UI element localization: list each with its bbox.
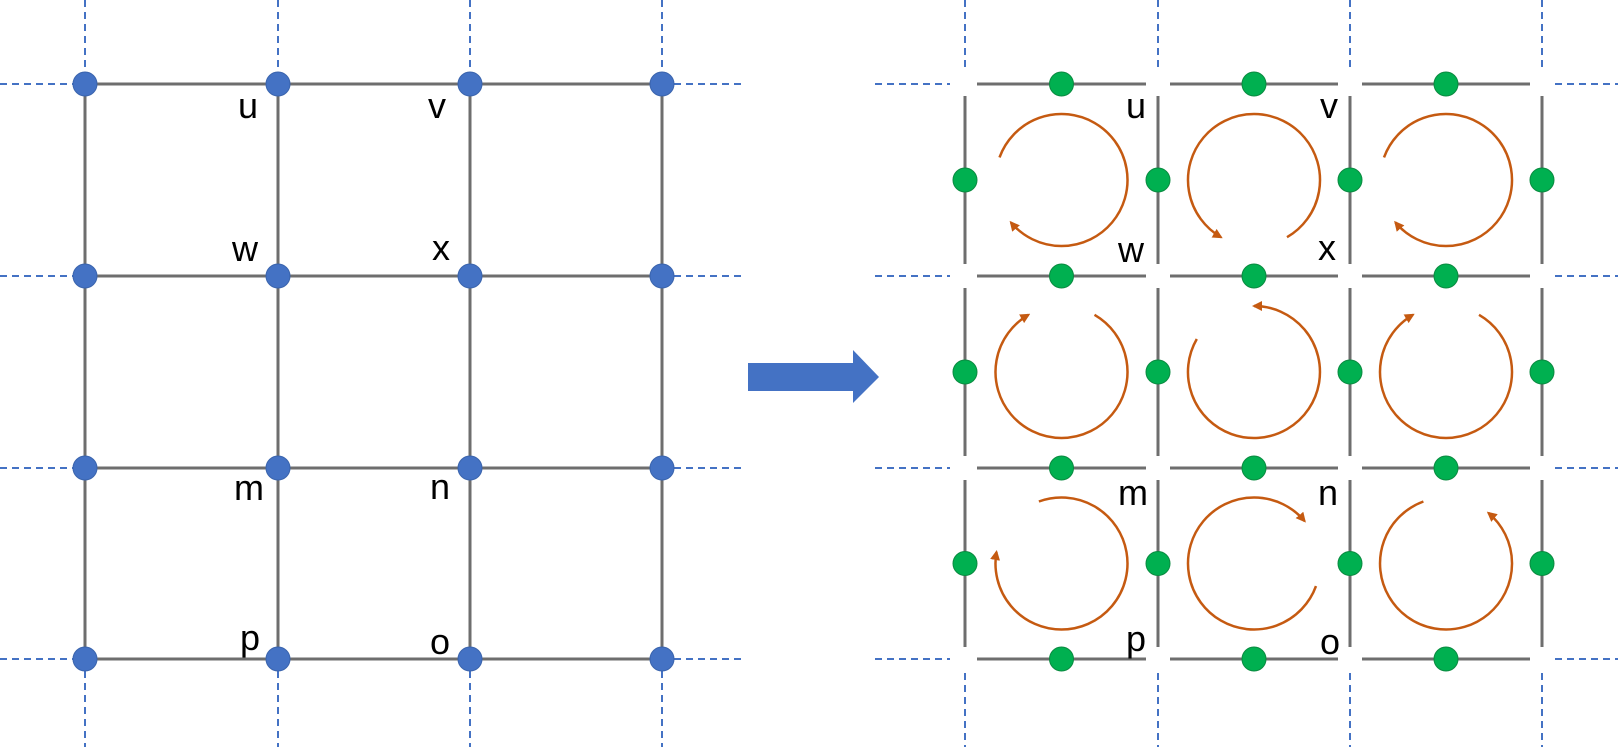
edge-node-v-r1-c1: [1145, 359, 1171, 385]
right-grid-labels: u v w x m n p o: [1117, 85, 1340, 662]
edge-node-v-r0-c2: [1337, 167, 1363, 193]
vertex-node-r2-c2: [457, 455, 483, 481]
right-arrow-icon: [748, 350, 879, 403]
circular-arrow-icon-r2-c2: [1378, 500, 1514, 631]
circular-arrow-icon-r2-c1: [1186, 496, 1318, 631]
edge-node-v-r0-c3: [1529, 167, 1555, 193]
circular-arrow-icon-r2-c0: [990, 496, 1129, 631]
right-label-u: u: [1126, 85, 1146, 126]
right-label-n: n: [1318, 472, 1338, 513]
circular-arrow-icon-r1-c2: [1378, 313, 1514, 440]
left-label-m: m: [234, 467, 264, 508]
right-label-x: x: [1318, 227, 1336, 268]
vertex-node-r1-c2: [457, 263, 483, 289]
edge-node-h-r2-c0: [1049, 455, 1074, 481]
vertex-node-r0-c0: [72, 71, 98, 97]
left-label-o: o: [430, 621, 450, 662]
edge-node-h-r3-c2: [1433, 646, 1459, 672]
right-label-p: p: [1126, 618, 1146, 659]
vertex-node-r1-c3: [649, 263, 675, 289]
circular-arrow-icon-r0-c1: [1186, 112, 1322, 239]
edge-node-h-r3-c0: [1049, 646, 1074, 672]
edge-node-h-r0-c0: [1049, 71, 1074, 97]
edge-node-v-r1-c3: [1529, 359, 1555, 385]
edge-node-h-r3-c1: [1241, 646, 1267, 672]
left-grid-vertex-nodes: [72, 71, 675, 672]
vertex-node-r1-c0: [72, 263, 98, 289]
circular-arrow-icon-r0-c0: [998, 112, 1129, 248]
edge-node-v-r1-c0: [952, 359, 978, 385]
edge-node-h-r2-c1: [1241, 455, 1267, 481]
edge-node-v-r2-c1: [1145, 551, 1171, 576]
left-grid-lines: [83, 82, 664, 661]
circular-arrow-icon-r1-c0: [994, 313, 1129, 440]
vertex-node-r0-c2: [457, 71, 483, 97]
left-label-x: x: [432, 227, 450, 268]
circular-arrow-icon-r1-c1: [1186, 301, 1322, 440]
left-label-v: v: [428, 85, 446, 126]
left-grid-labels: u v w x m n p o: [231, 85, 450, 662]
left-label-w: w: [231, 228, 259, 269]
circular-arrow-icon-r0-c2: [1382, 112, 1514, 248]
left-label-p: p: [240, 617, 260, 658]
right-label-w: w: [1117, 229, 1145, 270]
edge-node-h-r0-c2: [1433, 71, 1459, 97]
edge-node-h-r0-c1: [1241, 71, 1267, 97]
edge-node-v-r0-c0: [952, 167, 978, 193]
edge-node-v-r2-c3: [1529, 551, 1555, 576]
edge-node-v-r1-c2: [1337, 359, 1363, 385]
right-grid-edge-segments: [963, 82, 1544, 661]
edge-node-h-r2-c2: [1433, 455, 1459, 481]
right-grid: u v w x m n p o: [875, 0, 1618, 747]
right-grid-rotation-arrows: [990, 112, 1514, 631]
vertex-node-r0-c3: [649, 71, 675, 97]
edge-node-v-r2-c0: [952, 551, 978, 576]
vertex-node-r2-c1: [265, 455, 291, 481]
edge-node-v-r2-c2: [1337, 551, 1363, 576]
right-label-m: m: [1118, 472, 1148, 513]
vertex-node-r2-c3: [649, 455, 675, 481]
edge-node-v-r0-c1: [1145, 167, 1171, 193]
left-label-n: n: [430, 466, 450, 507]
right-grid-dashed-extensions: [875, 0, 1618, 747]
right-grid-edge-nodes: [952, 71, 1555, 672]
edge-node-h-r1-c0: [1049, 263, 1074, 289]
right-label-v: v: [1320, 85, 1338, 126]
left-grid: u v w x m n p o: [0, 0, 745, 747]
vertex-node-r1-c1: [265, 263, 291, 289]
vertex-node-r3-c0: [72, 646, 98, 672]
left-label-u: u: [238, 85, 258, 126]
edge-node-h-r1-c2: [1433, 263, 1459, 289]
right-label-o: o: [1320, 621, 1340, 662]
vertex-node-r3-c3: [649, 646, 675, 672]
edge-node-h-r1-c1: [1241, 263, 1267, 289]
vertex-node-r3-c1: [265, 646, 291, 672]
left-grid-dashed-extensions: [0, 0, 745, 747]
vertex-node-r2-c0: [72, 455, 98, 481]
vertex-node-r0-c1: [265, 71, 291, 97]
vertex-node-r3-c2: [457, 646, 483, 672]
